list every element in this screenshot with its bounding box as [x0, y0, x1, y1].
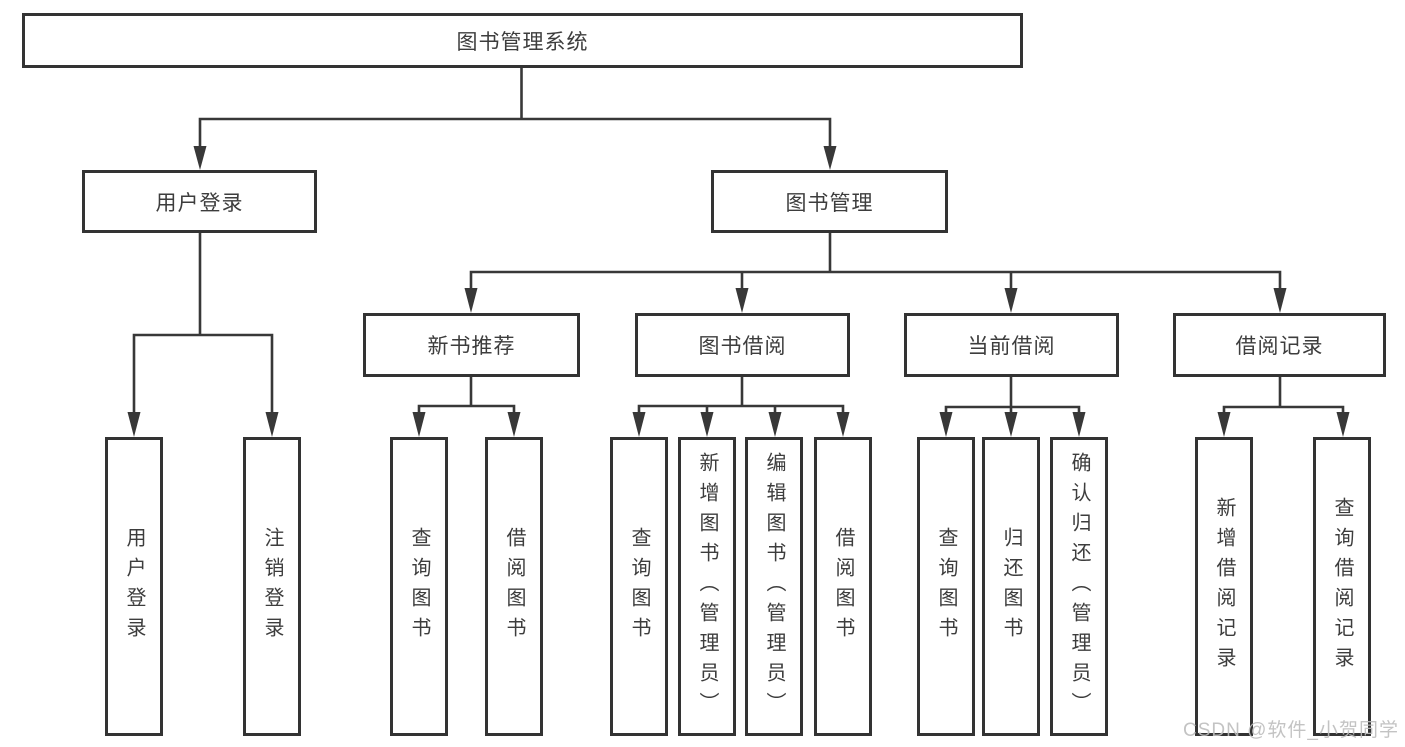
leaf-newbook-borrow-label: 借阅图书 [503, 526, 525, 647]
leaf-user-login: 用户登录 [105, 437, 163, 736]
node-new-book-recommend: 新书推荐 [363, 313, 580, 377]
leaf-records-query-label: 查询借阅记录 [1331, 496, 1353, 677]
connector-borrow-split [637, 404, 845, 431]
node-book-borrow: 图书借阅 [635, 313, 850, 377]
leaf-borrow-add-admin-label: 新增图书（管理员） [696, 451, 718, 722]
node-root: 图书管理系统 [22, 13, 1023, 68]
leaf-borrow-borrow-label: 借阅图书 [832, 526, 854, 647]
leaf-borrow-query: 查询图书 [610, 437, 668, 736]
node-book-borrow-label: 图书借阅 [698, 335, 787, 358]
node-book-management-label: 图书管理 [785, 191, 874, 215]
node-borrow-records-label: 借阅记录 [1235, 335, 1324, 358]
leaf-current-return: 归还图书 [982, 437, 1040, 736]
leaf-newbook-query-label: 查询图书 [408, 526, 430, 647]
leaf-current-return-label: 归还图书 [1000, 526, 1022, 647]
leaf-current-confirm-admin: 确认归还（管理员） [1050, 437, 1108, 736]
leaf-user-login-label: 用户登录 [123, 526, 145, 647]
leaf-logout-label: 注销登录 [261, 526, 283, 647]
node-book-management: 图书管理 [711, 170, 948, 233]
leaf-current-query: 查询图书 [917, 437, 975, 736]
connector-newbook-split [417, 404, 516, 431]
connector-current-split [944, 405, 1081, 431]
node-borrow-records: 借阅记录 [1173, 313, 1386, 377]
node-current-borrow-label: 当前借阅 [967, 335, 1056, 358]
connector-root-split [198, 117, 832, 148]
node-new-book-recommend-label: 新书推荐 [427, 335, 516, 358]
leaf-current-query-label: 查询图书 [935, 526, 957, 647]
node-user-login-label: 用户登录 [155, 191, 244, 215]
leaf-records-query: 查询借阅记录 [1313, 437, 1371, 736]
node-current-borrow: 当前借阅 [904, 313, 1119, 377]
leaf-newbook-borrow: 借阅图书 [485, 437, 543, 736]
node-root-label: 图书管理系统 [456, 30, 589, 54]
node-user-login: 用户登录 [82, 170, 317, 233]
leaf-borrow-borrow: 借阅图书 [814, 437, 872, 736]
leaf-borrow-query-label: 查询图书 [628, 526, 650, 647]
leaf-borrow-edit-admin: 编辑图书（管理员） [745, 437, 803, 736]
connector-userlogin-split [132, 333, 274, 431]
leaf-records-add: 新增借阅记录 [1195, 437, 1253, 736]
connector-records-split [1222, 405, 1345, 431]
leaf-borrow-add-admin: 新增图书（管理员） [678, 437, 736, 736]
leaf-records-add-label: 新增借阅记录 [1213, 496, 1235, 677]
leaf-borrow-edit-admin-label: 编辑图书（管理员） [763, 451, 785, 722]
leaf-logout: 注销登录 [243, 437, 301, 736]
connector-bookmgmt-split [469, 270, 1282, 290]
csdn-watermark: CSDN @软件_小贺同学 [1183, 720, 1399, 741]
leaf-newbook-query: 查询图书 [390, 437, 448, 736]
leaf-current-confirm-admin-label: 确认归还（管理员） [1068, 451, 1090, 722]
